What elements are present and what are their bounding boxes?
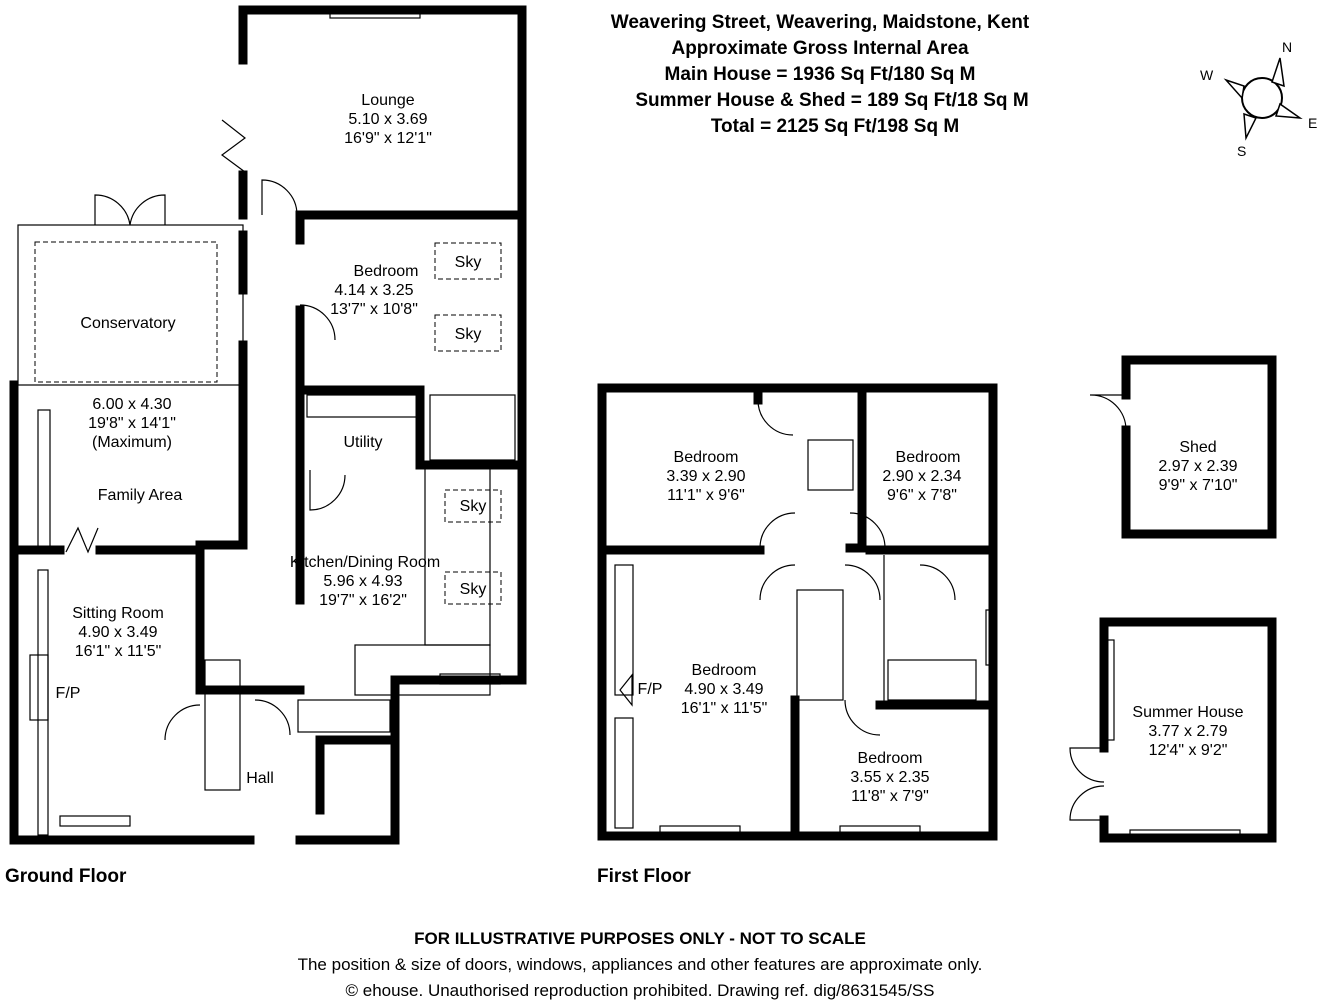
skylight-label: Sky xyxy=(460,581,487,598)
copyright: © ehouse. Unauthorised reproduction proh… xyxy=(345,981,934,1000)
ff-bedroom4-dims-ft: 11'8" x 7'9" xyxy=(851,788,929,805)
shed-label: Shed xyxy=(1179,439,1216,456)
summer-house-label: Summer House xyxy=(1132,704,1243,721)
first-floor-labels: Bedroom 3.39 x 2.90 11'1" x 9'6" Bedroom… xyxy=(597,449,962,887)
footer: FOR ILLUSTRATIVE PURPOSES ONLY - NOT TO … xyxy=(298,929,983,1000)
conservatory-dims-m: 6.00 x 4.30 xyxy=(92,396,171,413)
disclaimer: FOR ILLUSTRATIVE PURPOSES ONLY - NOT TO … xyxy=(414,929,866,948)
sitting-room-label: Sitting Room xyxy=(72,605,164,622)
ff-bedroom3-label: Bedroom xyxy=(692,662,757,679)
ff-bedroom2-label: Bedroom xyxy=(896,449,961,466)
gf-fireplace-label: F/P xyxy=(56,685,81,702)
ff-bedroom4-label: Bedroom xyxy=(858,750,923,767)
header: Weavering Street, Weavering, Maidstone, … xyxy=(611,12,1030,137)
kitchen-dims-ft: 19'7" x 16'2" xyxy=(319,592,407,609)
sitting-room-dims-ft: 16'1" x 11'5" xyxy=(75,643,162,660)
kitchen-label: Kitchen/Dining Room xyxy=(290,554,440,571)
ff-bedroom2-dims-ft: 9'6" x 7'8" xyxy=(887,487,957,504)
outbuildings: Shed 2.97 x 2.39 9'9" x 7'10" Summer Hou… xyxy=(1069,355,1277,843)
gf-bedroom-dims-m: 4.14 x 3.25 xyxy=(334,282,413,299)
summer-house-dims-ft: 12'4" x 9'2" xyxy=(1149,742,1228,759)
ff-bedroom3-dims-ft: 16'1" x 11'5" xyxy=(681,700,768,717)
ff-bedroom1-label: Bedroom xyxy=(674,449,739,466)
address: Weavering Street, Weavering, Maidstone, … xyxy=(611,12,1030,33)
shed-dims-ft: 9'9" x 7'10" xyxy=(1159,477,1238,494)
conservatory-maximum: (Maximum) xyxy=(92,434,172,451)
conservatory-label: Conservatory xyxy=(80,315,175,332)
gf-bedroom-label: Bedroom xyxy=(354,263,419,280)
ground-floor-title: Ground Floor xyxy=(5,866,127,887)
lounge-label: Lounge xyxy=(361,92,414,109)
skylight-label: Sky xyxy=(455,326,482,343)
compass-s: S xyxy=(1237,143,1246,159)
skylight-label: Sky xyxy=(455,254,482,271)
hall-label: Hall xyxy=(246,770,274,787)
ff-bedroom3-dims-m: 4.90 x 3.49 xyxy=(684,681,763,698)
ground-floor-walls xyxy=(9,5,527,845)
main-house-area: Main House = 1936 Sq Ft/180 Sq M xyxy=(665,64,976,85)
skylight-label: Sky xyxy=(460,498,487,515)
family-area-label: Family Area xyxy=(98,487,183,504)
outbuildings-area: Summer House & Shed = 189 Sq Ft/18 Sq M xyxy=(635,90,1028,111)
ff-bedroom2-dims-m: 2.90 x 2.34 xyxy=(882,468,961,485)
ff-bedroom1-dims-m: 3.39 x 2.90 xyxy=(666,468,745,485)
compass-icon: N E S W xyxy=(1200,39,1317,159)
compass-w: W xyxy=(1200,67,1214,83)
compass-e: E xyxy=(1308,115,1317,131)
utility-label: Utility xyxy=(343,434,382,451)
approximation-note: The position & size of doors, windows, a… xyxy=(298,955,983,974)
ground-floor-labels: Lounge 5.10 x 3.69 16'9" x 12'1" Bedroom… xyxy=(5,92,486,887)
lounge-dims-ft: 16'9" x 12'1" xyxy=(344,130,432,147)
area-title: Approximate Gross Internal Area xyxy=(671,38,968,59)
ff-fireplace-label: F/P xyxy=(638,681,663,698)
conservatory-dims-ft: 19'8" x 14'1" xyxy=(88,415,176,432)
summer-house-dims-m: 3.77 x 2.79 xyxy=(1148,723,1227,740)
sitting-room-dims-m: 4.90 x 3.49 xyxy=(78,624,157,641)
compass-n: N xyxy=(1282,39,1292,55)
ff-bedroom1-dims-ft: 11'1" x 9'6" xyxy=(667,487,745,504)
first-floor-walls xyxy=(597,383,998,841)
first-floor-title: First Floor xyxy=(597,866,692,887)
kitchen-dims-m: 5.96 x 4.93 xyxy=(323,573,402,590)
shed-dims-m: 2.97 x 2.39 xyxy=(1158,458,1237,475)
total-area: Total = 2125 Sq Ft/198 Sq M xyxy=(711,116,959,137)
lounge-dims-m: 5.10 x 3.69 xyxy=(348,111,427,128)
gf-bedroom-dims-ft: 13'7" x 10'8" xyxy=(330,301,418,318)
ff-bedroom4-dims-m: 3.55 x 2.35 xyxy=(850,769,929,786)
